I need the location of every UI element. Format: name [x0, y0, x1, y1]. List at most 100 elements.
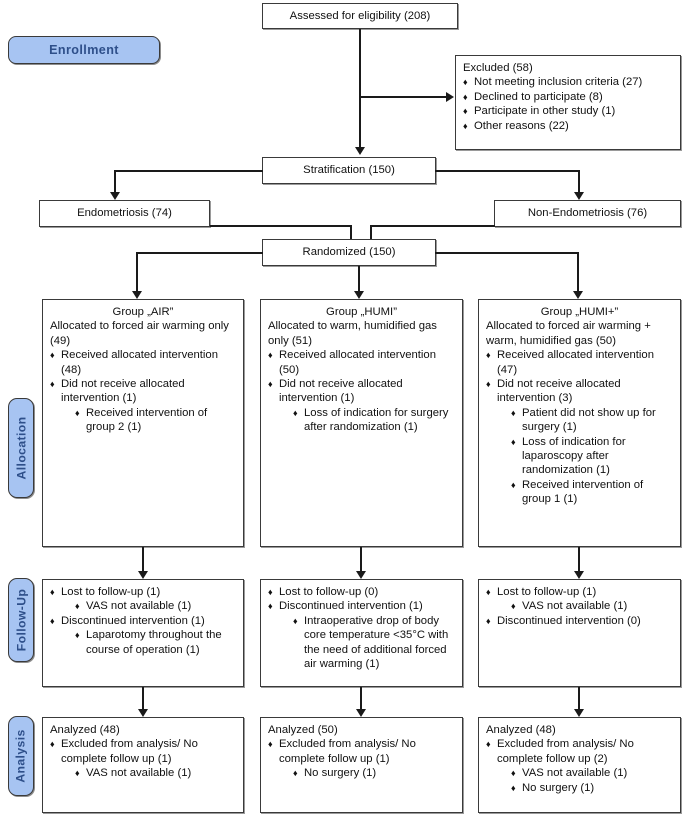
arrow-to-stratification [355, 147, 365, 155]
stage-badge-enrollment: Enrollment [8, 36, 160, 64]
list-item: ♦ Did not receive allocated intervention… [486, 377, 673, 507]
arrow-to-excluded [446, 92, 454, 102]
list-item: ♦ Received allocated intervention (47) [486, 348, 673, 377]
followup-sublist-1-1: ♦ Intraoperative drop of body core tempe… [293, 614, 455, 672]
allocation-item-2-1: Did not receive allocated intervention (… [497, 378, 621, 405]
list-item: ♦ Laparotomy throughout the course of op… [75, 628, 236, 657]
list-item: ♦ No surgery (1) [511, 781, 673, 795]
list-item: ♦ Excluded from analysis/ No complete fo… [268, 737, 455, 780]
bullet-icon: ♦ [511, 782, 516, 793]
followup-list-2: ♦ Lost to follow-up (1) ♦ VAS not availa… [486, 585, 673, 628]
analysis-sub-1-0-0: No surgery (1) [304, 767, 377, 780]
connector-strat-right-drop [578, 170, 580, 192]
allocation-item-0-1: Did not receive allocated intervention (… [61, 378, 185, 405]
list-item: ♦ Received intervention of group 1 (1) [511, 478, 673, 507]
node-non-endometriosis-label: Non-Endometriosis (76) [527, 207, 648, 220]
list-item: ♦ Other reasons (22) [463, 119, 673, 133]
list-item: ♦ VAS not available (1) [75, 766, 236, 780]
bullet-icon: ♦ [268, 601, 273, 612]
arrow-air-to-followup [138, 571, 148, 579]
excluded-item-3: Other reasons (22) [474, 119, 569, 132]
list-item: ♦ Did not receive allocated intervention… [50, 377, 236, 435]
stage-badge-followup: Follow-Up [8, 578, 34, 662]
node-assessed-label: Assessed for eligibility (208) [289, 9, 431, 22]
bullet-icon: ♦ [511, 436, 516, 447]
stage-label-allocation: Allocation [14, 416, 29, 480]
allocation-box-humiplus: Group „HUMI+” Allocated to forced air wa… [478, 299, 681, 547]
arrow-to-group-humi [354, 291, 364, 299]
followup-item-1-1: Discontinued intervention (1) [279, 600, 423, 613]
connector-humi-to-followup [360, 547, 362, 571]
analysis-item-2-0: Excluded from analysis/ No complete foll… [497, 738, 634, 765]
analysis-sub-2-0-0: VAS not available (1) [522, 767, 628, 780]
node-excluded: Excluded (58) ♦ Not meeting inclusion cr… [455, 55, 681, 150]
bullet-icon: ♦ [75, 601, 80, 612]
allocation-sublist-0-1: ♦ Received intervention of group 2 (1) [75, 406, 236, 435]
node-endometriosis-label: Endometriosis (74) [77, 207, 172, 220]
list-item: ♦ Received allocated intervention (50) [268, 348, 455, 377]
followup-box-humi: ♦ Lost to follow-up (0) ♦ Discontinued i… [260, 579, 463, 687]
allocation-group-title-2: Group „HUMI+” [540, 306, 619, 318]
bullet-icon: ♦ [486, 739, 491, 750]
connector-followup-to-analysis-2 [578, 687, 580, 709]
excluded-item-1: Declined to participate (8) [474, 90, 603, 103]
list-item: ♦ Not meeting inclusion criteria (27) [463, 75, 673, 89]
connector-to-excluded [359, 96, 446, 98]
connector-humiplus-to-followup [578, 547, 580, 571]
arrow-to-group-humiplus [573, 291, 583, 299]
allocation-sublist-1-1: ♦ Loss of indication for surgery after r… [293, 406, 455, 435]
analysis-item-0-0: Excluded from analysis/ No complete foll… [61, 738, 198, 765]
connector-strat-right [435, 170, 580, 172]
bullet-icon: ♦ [75, 768, 80, 779]
allocation-sub-0-1-0: Received intervention of group 2 (1) [86, 406, 208, 434]
analysis-heading-1: Analyzed (50) [268, 724, 338, 736]
bullet-icon: ♦ [511, 479, 516, 490]
connector-nonendo-drop [370, 225, 372, 239]
allocation-item-2-0: Received allocated intervention (47) [497, 349, 654, 376]
allocation-list-2: ♦ Received allocated intervention (47) ♦… [486, 348, 673, 506]
allocation-sublist-2-1: ♦ Patient did not show up for surgery (1… [511, 406, 673, 507]
bullet-icon: ♦ [486, 379, 491, 390]
bullet-icon: ♦ [50, 350, 55, 361]
arrow-followup-to-analysis-0 [138, 709, 148, 717]
stage-label-analysis: Analysis [14, 729, 28, 783]
bullet-icon: ♦ [293, 768, 298, 779]
bullet-icon: ♦ [463, 120, 468, 131]
analysis-sublist-0-0: ♦ VAS not available (1) [75, 766, 236, 780]
allocation-box-humi: Group „HUMI” Allocated to warm, humidifi… [260, 299, 463, 547]
list-item: ♦ Excluded from analysis/ No complete fo… [486, 737, 673, 795]
connector-rand-right [435, 252, 578, 254]
connector-rand-left-drop [136, 252, 138, 291]
bullet-icon: ♦ [511, 768, 516, 779]
list-item: ♦ Discontinued intervention (0) [486, 614, 673, 628]
followup-sublist-2-0: ♦ VAS not available (1) [511, 599, 673, 613]
bullet-icon: ♦ [463, 91, 468, 102]
node-randomized-label: Randomized (150) [302, 246, 396, 259]
connector-strat-left [114, 170, 263, 172]
followup-item-0-1: Discontinued intervention (1) [61, 614, 205, 627]
allocation-allocated-2: Allocated to forced air warming + warm, … [486, 320, 651, 347]
bullet-icon: ♦ [50, 739, 55, 750]
bullet-icon: ♦ [75, 630, 80, 641]
bullet-icon: ♦ [293, 407, 298, 418]
list-item: ♦ VAS not available (1) [511, 766, 673, 780]
connector-endo-to-randomized [210, 225, 351, 227]
analysis-sub-0-0-0: VAS not available (1) [86, 767, 192, 780]
connector-rand-middle-drop [358, 266, 360, 291]
arrow-to-group-air [132, 291, 142, 299]
analysis-box-air: Analyzed (48) ♦ Excluded from analysis/ … [42, 717, 244, 813]
list-item: ♦ Loss of indication for surgery after r… [293, 406, 455, 435]
allocation-sub-2-1-0: Patient did not show up for surgery (1) [522, 406, 656, 434]
list-item: ♦ Did not receive allocated intervention… [268, 377, 455, 435]
followup-sub-2-0-0: VAS not available (1) [522, 600, 628, 613]
node-stratification-label: Stratification (150) [303, 164, 395, 177]
bullet-icon: ♦ [50, 615, 55, 626]
followup-item-2-0: Lost to follow-up (1) [497, 586, 597, 598]
allocation-allocated-0: Allocated to forced air warming only (49… [50, 320, 229, 347]
followup-item-0-0: Lost to follow-up (1) [61, 586, 161, 598]
connector-strat-left-drop [114, 170, 116, 192]
analysis-sublist-1-0: ♦ No surgery (1) [293, 766, 455, 780]
list-item: ♦ Lost to follow-up (1) ♦ VAS not availa… [486, 585, 673, 614]
allocation-item-1-0: Received allocated intervention (50) [279, 349, 436, 376]
